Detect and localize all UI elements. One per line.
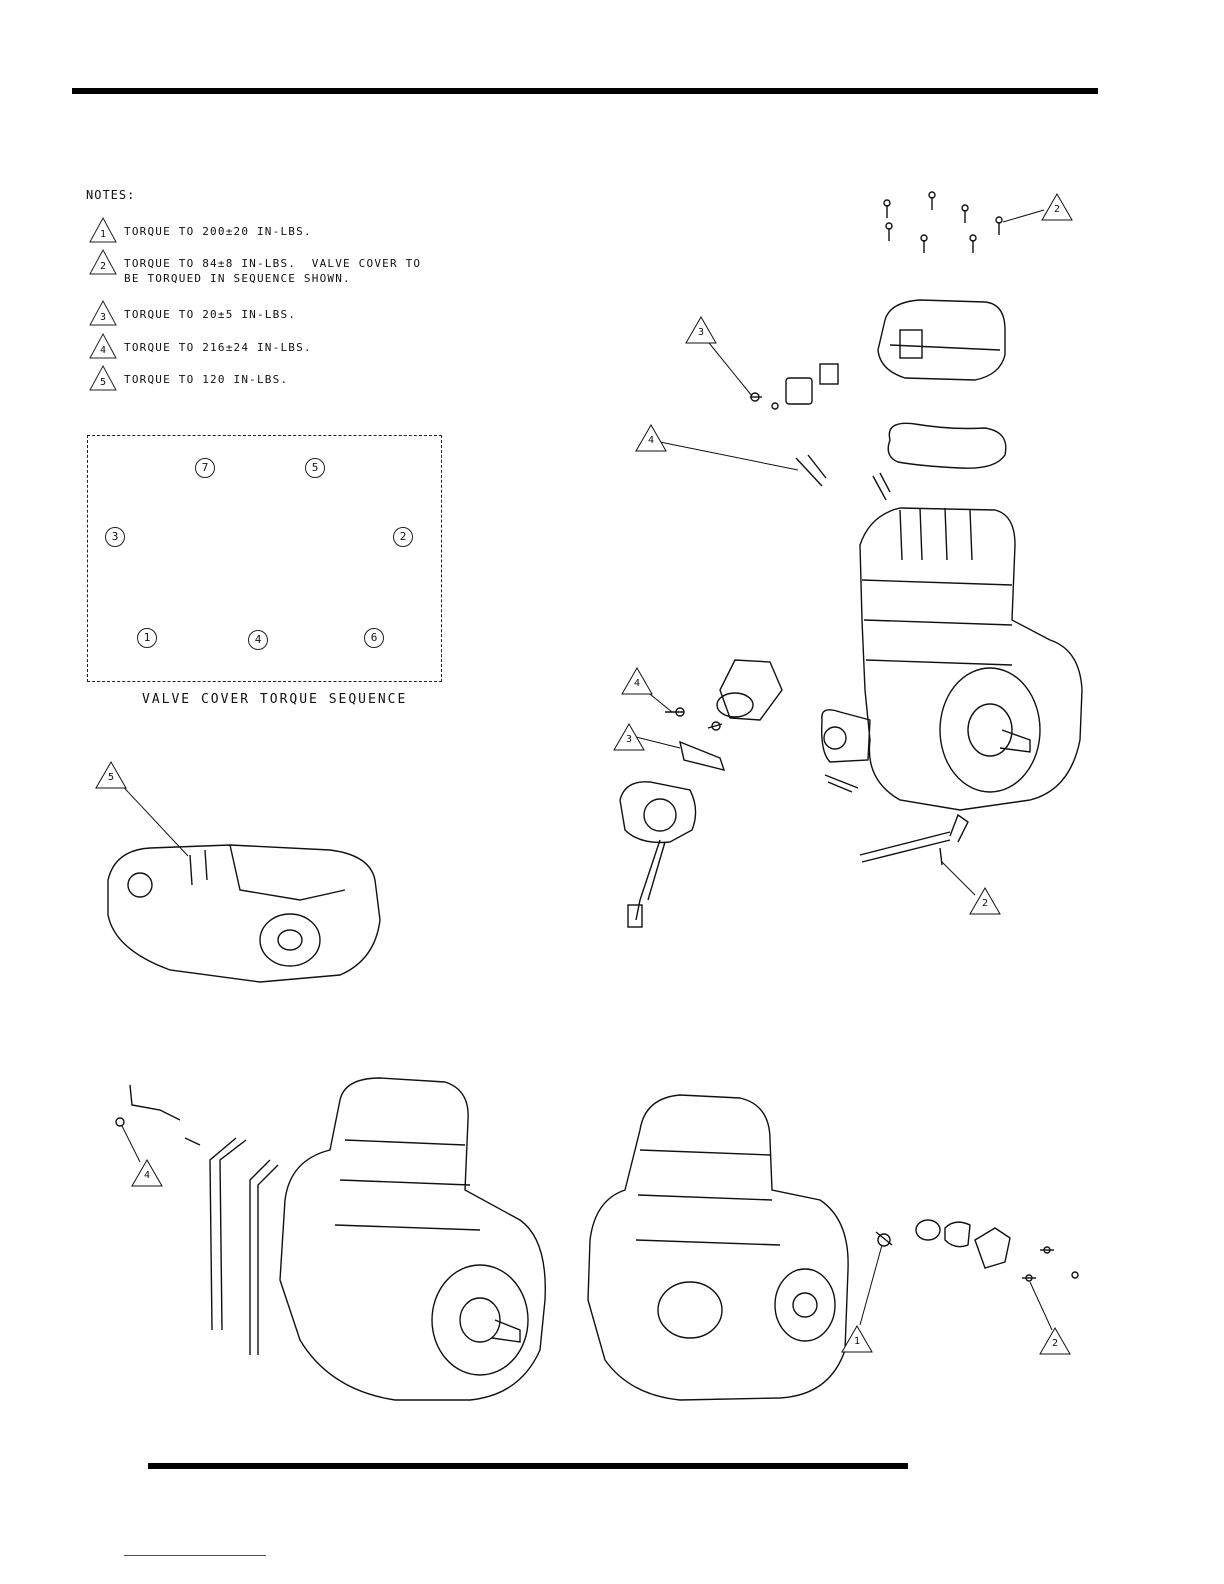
callout-2: 2 bbox=[1038, 1326, 1072, 1356]
bottom-rule bbox=[148, 1463, 908, 1469]
callout-3: 3 bbox=[684, 315, 718, 345]
callout-1: 1 bbox=[840, 1324, 874, 1354]
callout-5: 5 bbox=[94, 760, 128, 790]
callout-4: 4 bbox=[620, 666, 654, 696]
callout-3: 3 bbox=[612, 722, 646, 752]
callout-4: 4 bbox=[130, 1158, 164, 1188]
callout-4: 4 bbox=[634, 423, 668, 453]
callout-2: 2 bbox=[1040, 192, 1074, 222]
footer-link-underline[interactable] bbox=[124, 1555, 266, 1556]
valve-cover-bolts bbox=[884, 192, 1002, 253]
callout-2: 2 bbox=[968, 886, 1002, 916]
